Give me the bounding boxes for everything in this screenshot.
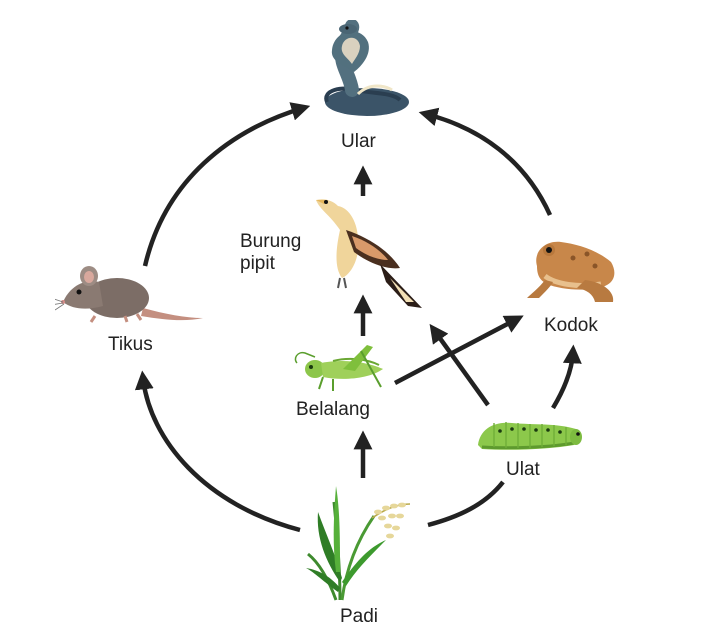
arrow-ulat-to-burung: [429, 323, 490, 407]
arrow-padi-to-ulat: [427, 480, 505, 528]
arrow-kodok-to-ular: [418, 107, 553, 216]
label-tikus: Tikus: [108, 334, 153, 355]
snake-icon: [324, 20, 409, 116]
grasshopper-icon: [294, 345, 383, 391]
arrow-padi-to-tikus: [134, 370, 301, 533]
label-ulat: Ulat: [506, 459, 540, 480]
rice-plant-icon: [306, 486, 411, 601]
label-kodok: Kodok: [544, 315, 598, 336]
label-belalang: Belalang: [296, 399, 370, 420]
arrow-belalang-to-kodok: [393, 315, 524, 385]
caterpillar-icon: [478, 422, 582, 450]
label-burung-pipit: Burung pipit: [240, 231, 302, 274]
label-ular: Ular: [341, 131, 376, 152]
rat-icon: [55, 266, 203, 323]
arrow-tikus-to-ular: [142, 102, 311, 267]
arrow-ulat-to-kodok: [551, 344, 582, 410]
sparrow-icon: [316, 199, 422, 308]
label-padi: Padi: [340, 606, 379, 627]
frog-icon: [527, 241, 615, 302]
